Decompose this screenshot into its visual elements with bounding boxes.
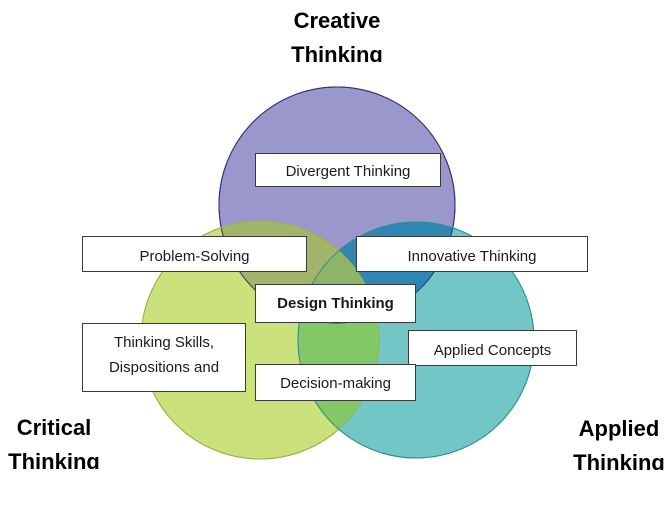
overlap-center	[298, 222, 379, 323]
critical-heading-line-2: Thinking	[8, 449, 100, 469]
applied-heading-line-2: Thinking	[573, 450, 665, 470]
thinking-skills-box: Thinking Skills, Dispositions and	[82, 323, 246, 392]
critical-thinking-heading: Critical Thinking	[0, 411, 108, 469]
thinking-skills-line-2: Dispositions and	[108, 359, 220, 376]
decision-making-box: Decision-making	[255, 364, 416, 401]
creative-heading-line-2: Thinking	[291, 42, 383, 62]
creative-heading-line-1: Creative	[293, 8, 381, 33]
divergent-thinking-box: Divergent Thinking	[255, 153, 441, 187]
innovative-thinking-box: Innovative Thinking	[356, 236, 588, 272]
problem-solving-box: Problem-Solving	[82, 236, 307, 272]
creative-thinking-heading: Creative Thinking	[262, 4, 412, 62]
thinking-skills-line-1: Thinking Skills,	[113, 334, 215, 351]
creative-circle-outline	[218, 86, 456, 324]
applied-concepts-box: Applied Concepts	[408, 330, 577, 366]
critical-heading-line-1: Critical	[16, 415, 92, 440]
design-thinking-box: Design Thinking	[255, 284, 416, 323]
applied-heading-line-1: Applied	[578, 416, 660, 441]
applied-thinking-heading: Applied Thinking	[566, 412, 672, 470]
